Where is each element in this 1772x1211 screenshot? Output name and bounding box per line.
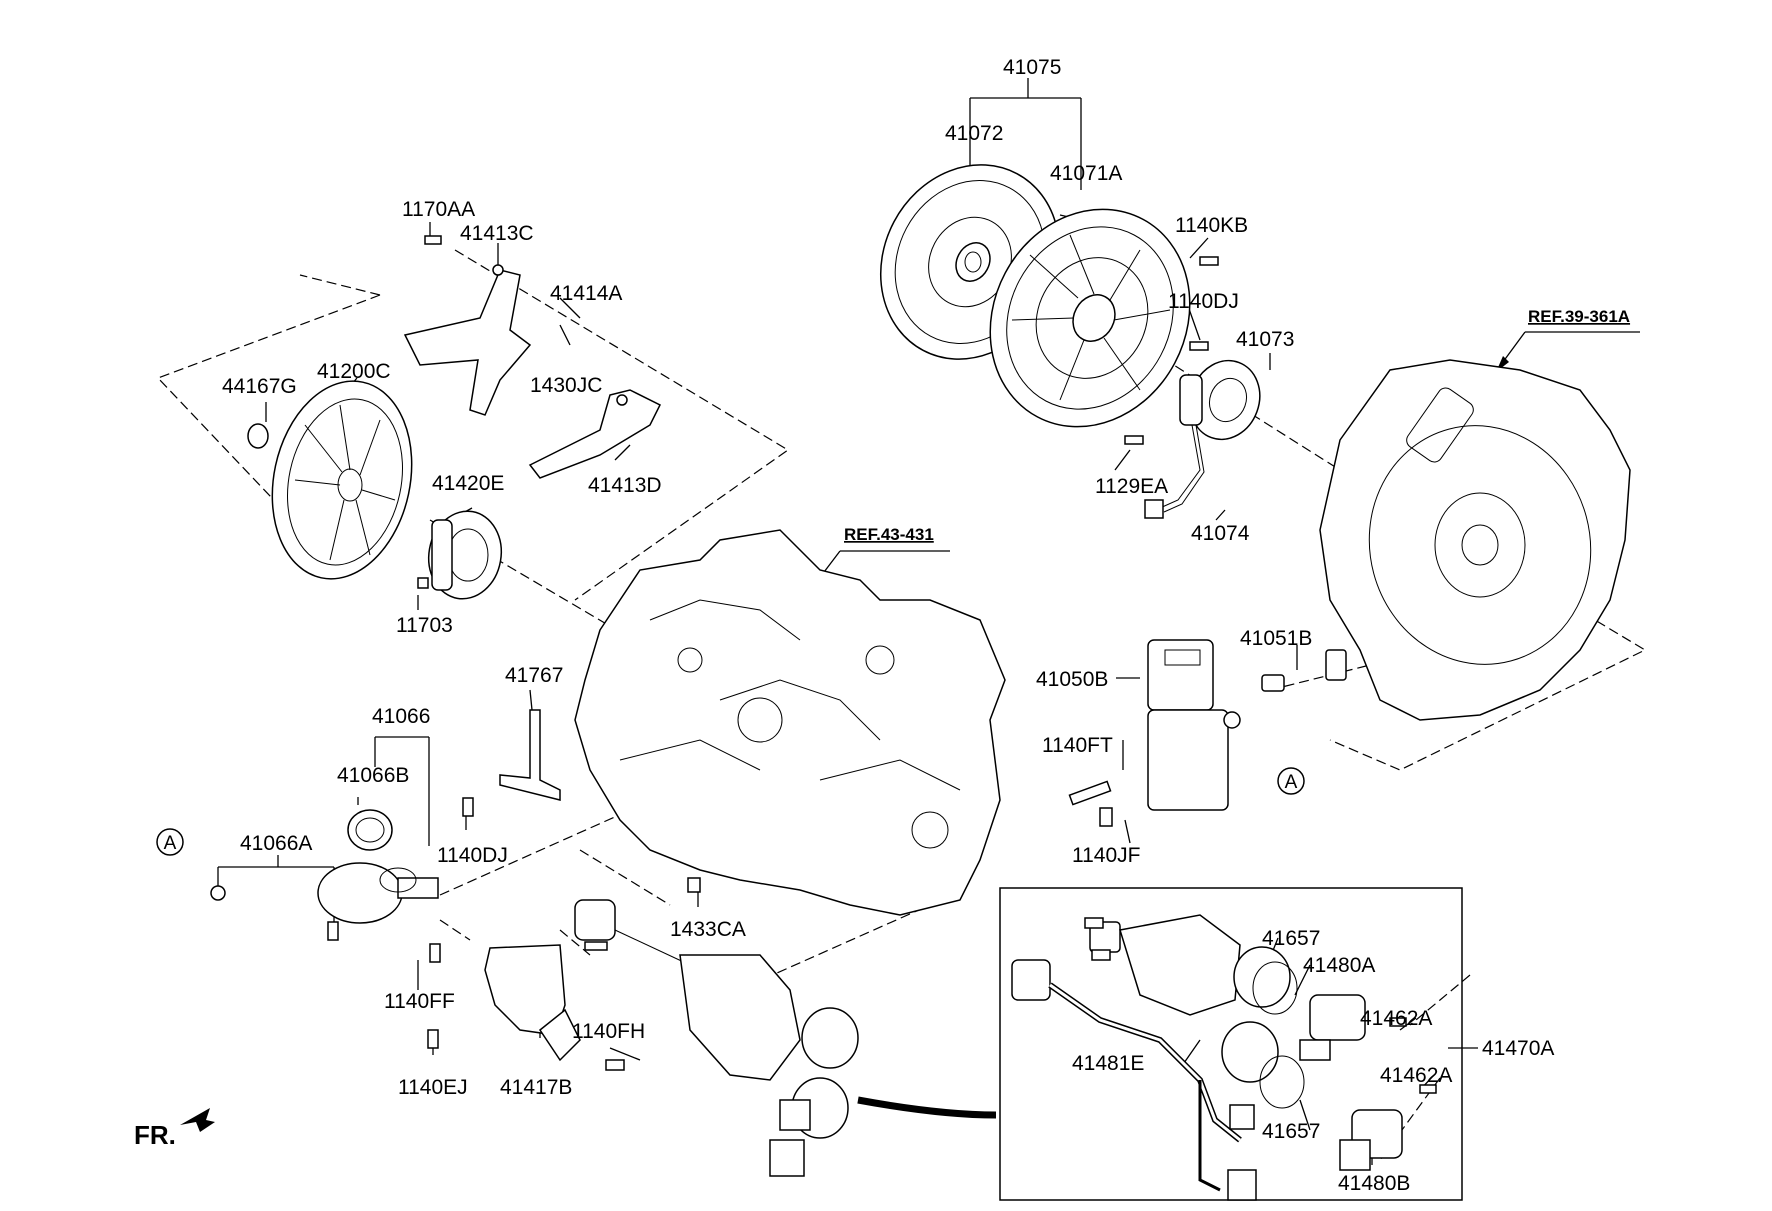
release-fork-lower [528,389,662,479]
release-bearing [427,510,503,600]
label-41066b: 41066B [337,764,409,787]
label-11703: 11703 [396,614,453,637]
label-41470a: 41470A [1482,1037,1554,1060]
shield-cover [484,944,581,1062]
label-41462a-top: 41462A [1360,1007,1432,1030]
clutch-actuator [1147,639,1241,811]
actuator-fitting [1261,649,1347,692]
clutch-cover [989,208,1191,428]
ref-housing: REF.39-361A [1528,307,1630,326]
part-labels: 41075 41072 41071A 1140KB 1140DJ 41073 1… [222,56,1554,1195]
slave-cylinder [1144,359,1261,519]
label-44167g: 44167G [222,375,297,398]
label-1140jf: 1140JF [1072,844,1141,867]
label-41074: 41074 [1191,522,1250,545]
label-1140fh: 1140FH [572,1020,645,1043]
callout-a-right: A [1277,767,1305,795]
label-41657-bot: 41657 [1262,1120,1320,1143]
label-1140ft: 1140FT [1042,734,1113,757]
label-1140kb: 1140KB [1175,214,1248,237]
label-41200c: 41200C [317,360,391,383]
assembly-lines [156,214,1647,1161]
front-direction-marker: FR. [134,1108,215,1150]
label-1433ca: 1433CA [670,918,746,941]
label-1140dj-top: 1140DJ [1168,290,1239,313]
label-41071a: 41071A [1050,162,1122,185]
reservoir-hose [210,885,339,946]
label-41417b: 41417B [500,1076,572,1099]
label-41767: 41767 [505,664,563,687]
label-41413c: 41413C [460,222,534,245]
label-41413d: 41413D [588,474,662,497]
label-41066: 41066 [372,705,430,728]
label-41075: 41075 [1003,56,1061,79]
wiring-harness [1011,959,1257,1201]
label-1140ff: 1140FF [384,990,455,1013]
label-41480a: 41480A [1303,954,1375,977]
inset-actuator-assembly [1089,914,1403,1171]
clutch-cover-left [271,380,413,580]
svg-text:A: A [164,833,177,854]
label-41073: 41073 [1236,328,1294,351]
svg-text:A: A [1285,772,1298,793]
label-41480b: 41480B [1338,1172,1410,1195]
label-41414a: 41414A [550,282,622,305]
label-41462a-bot: 41462A [1380,1064,1452,1087]
bolts [417,235,1437,1094]
fluid-reservoir [317,809,439,924]
label-41051b: 41051B [1240,627,1312,650]
bracket [499,709,561,801]
label-1430jc: 1430JC [530,374,602,397]
label-1170aa: 1170AA [402,198,475,221]
actuator-motor-assembly [574,899,859,1177]
label-1129ea: 1129EA [1095,475,1168,498]
label-41481e: 41481E [1072,1052,1144,1075]
ref-transaxle: REF.43-431 [844,525,934,544]
label-41420e: 41420E [432,472,504,495]
transmission-housing [1319,359,1631,721]
front-arrow-icon [180,1108,215,1132]
detail-connector [857,1096,997,1119]
svg-text:FR.: FR. [134,1120,176,1150]
label-1140ej: 1140EJ [398,1076,468,1099]
label-41050b: 41050B [1036,668,1108,691]
release-fork-upper [403,264,532,416]
label-41072: 41072 [945,122,1003,145]
snap-ring [247,423,269,449]
label-1140dj-mid: 1140DJ [437,844,508,867]
callout-a-left: A [156,828,184,856]
transaxle-case [574,529,1006,916]
label-41657-top: 41657 [1262,927,1320,950]
label-41066a: 41066A [240,832,312,855]
